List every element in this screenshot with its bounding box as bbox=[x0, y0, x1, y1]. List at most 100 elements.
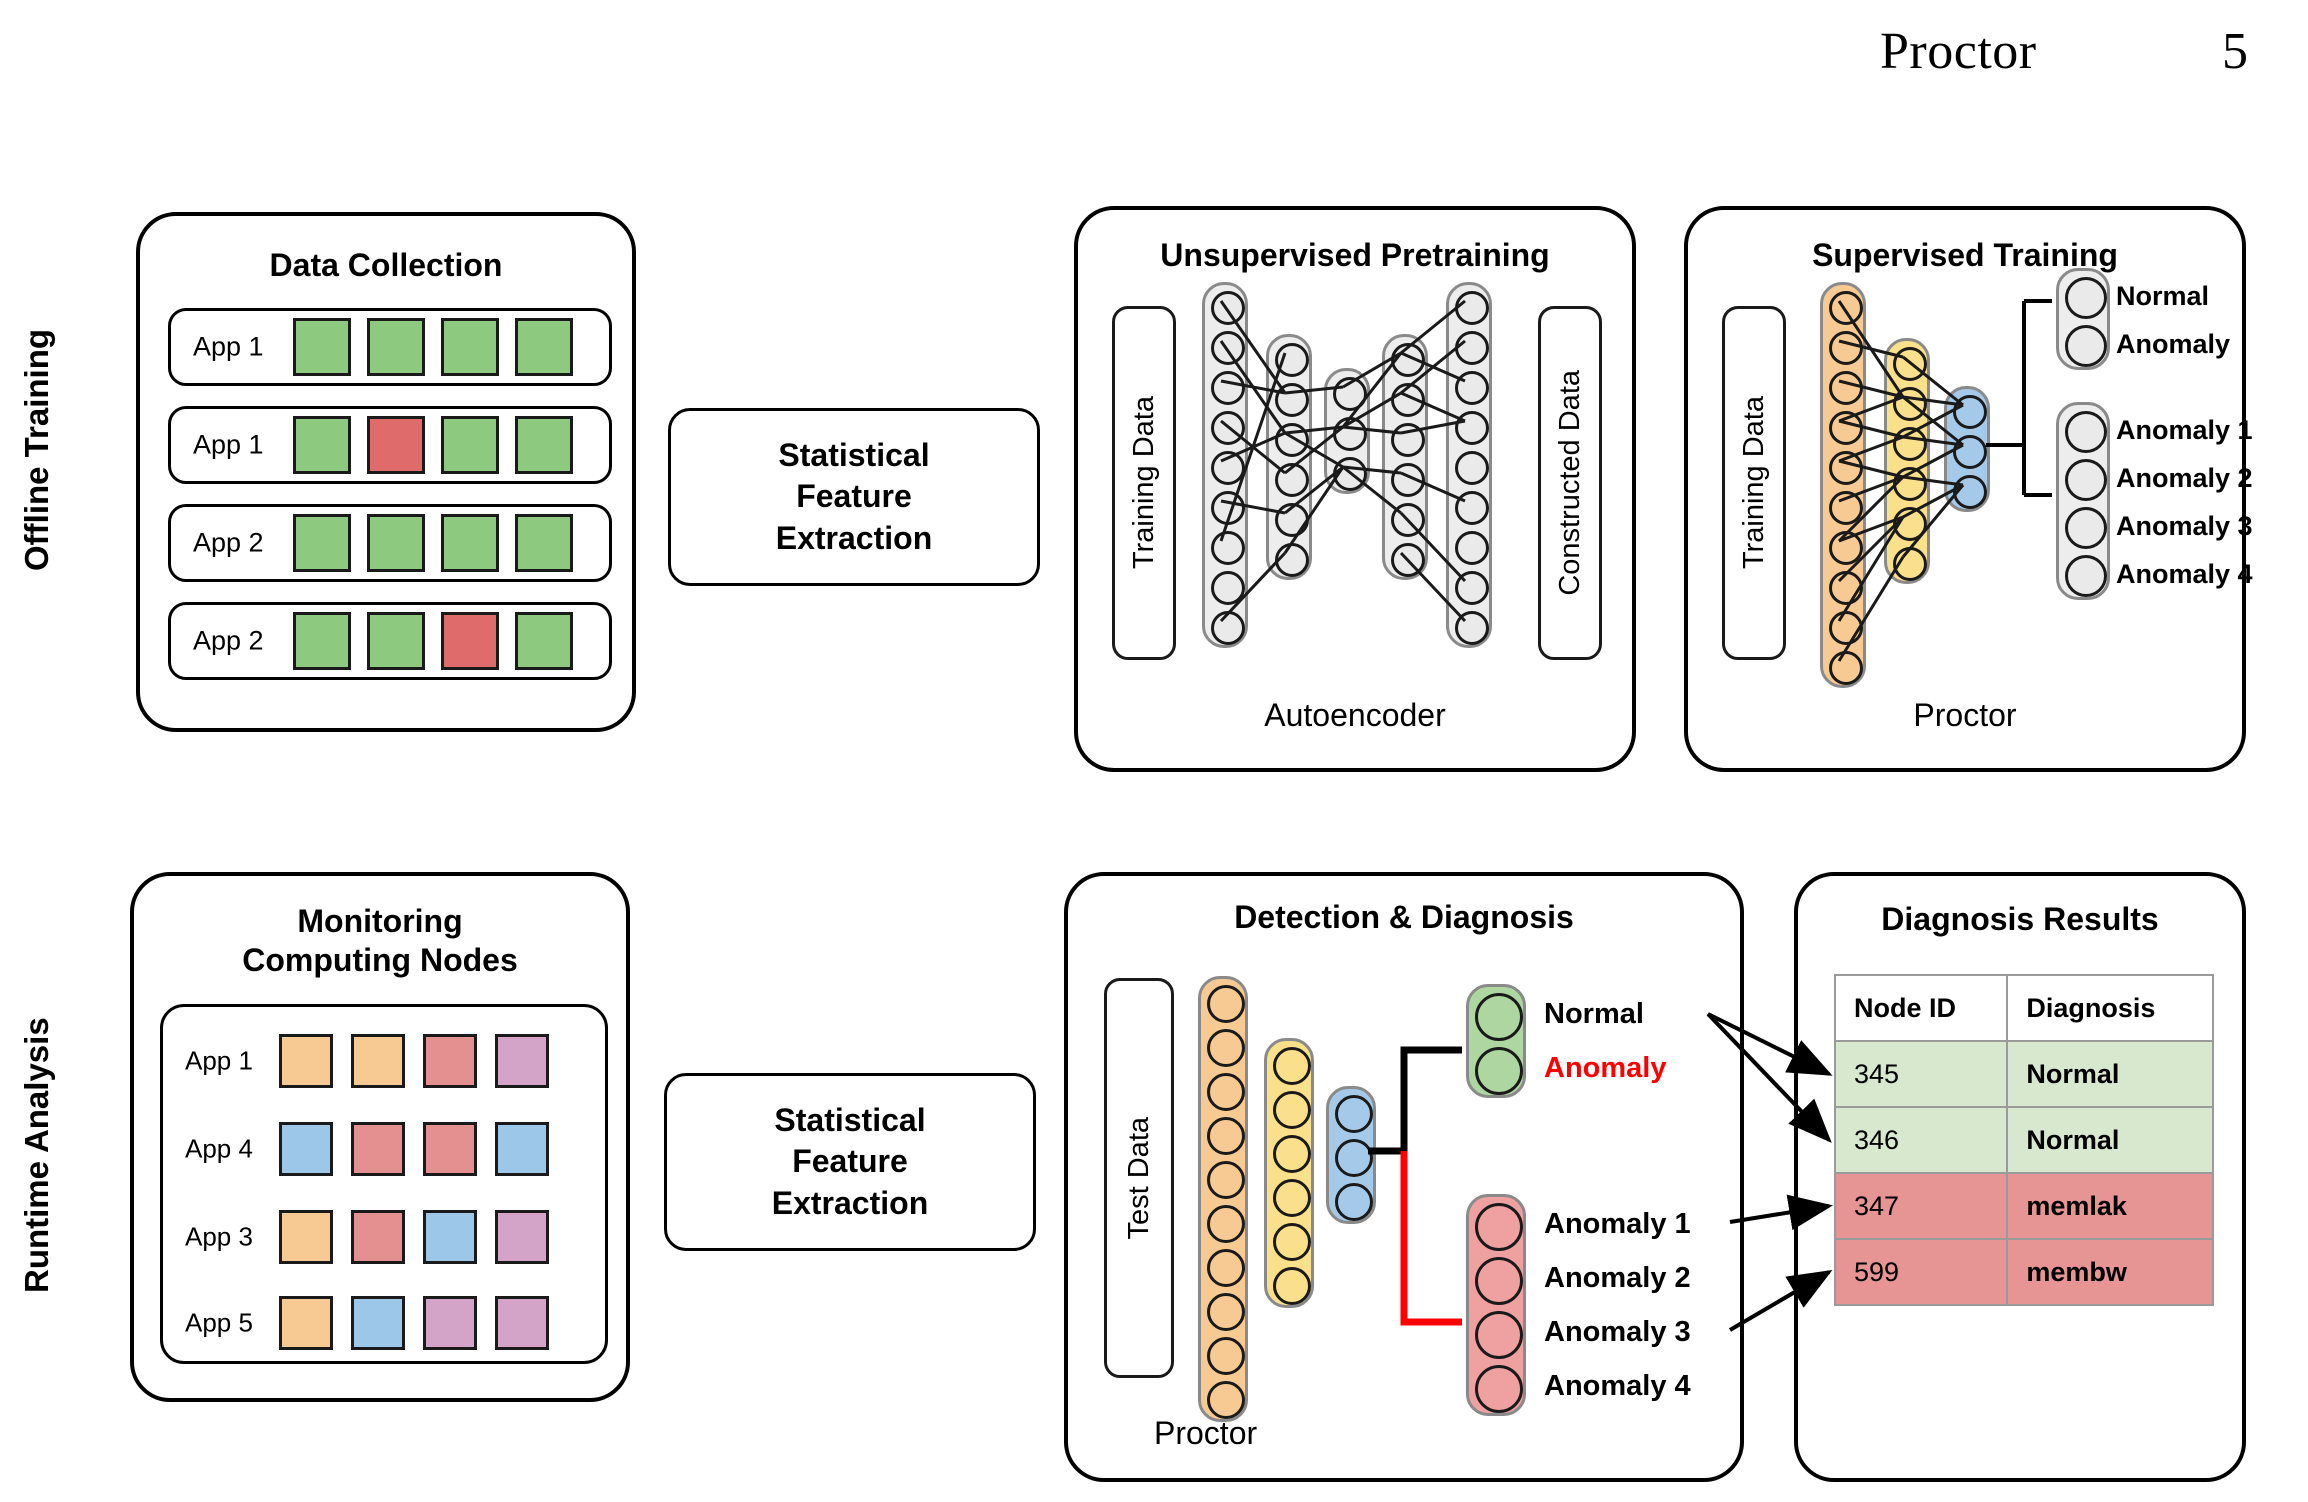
neuron-node bbox=[1829, 291, 1863, 325]
row-label-offline-training: Offline Training bbox=[18, 329, 55, 572]
neuron-node bbox=[1475, 1365, 1523, 1413]
neuron-node bbox=[1455, 531, 1489, 565]
table-cell-diagnosis: Normal bbox=[2006, 1106, 2214, 1174]
table-cell-node-id: 346 bbox=[1833, 1106, 2009, 1174]
neuron-node bbox=[1333, 377, 1367, 411]
data-cell-green bbox=[441, 514, 499, 572]
table-cell-node-id: 599 bbox=[1833, 1238, 2009, 1306]
autoencoder-layer-2 bbox=[1266, 334, 1312, 580]
neuron-node bbox=[1455, 371, 1489, 405]
supervised-output-group-normal bbox=[2056, 268, 2110, 370]
monitoring-cells bbox=[279, 1034, 549, 1088]
neuron-node bbox=[1829, 371, 1863, 405]
neuron-node bbox=[1207, 1117, 1245, 1155]
results-title: Diagnosis Results bbox=[1881, 901, 2159, 937]
neuron-node bbox=[1953, 475, 1987, 509]
detection-layer-hidden bbox=[1264, 1038, 1314, 1308]
neuron-node bbox=[1211, 451, 1245, 485]
detection-output-label-anomaly-4: Anomaly 4 bbox=[1544, 1370, 1691, 1402]
supervised-output-label-normal: Normal bbox=[2116, 281, 2210, 311]
sfe-top-label: Statistical Feature Extraction bbox=[775, 436, 933, 556]
neuron-node bbox=[1475, 1203, 1523, 1251]
monitoring-cells bbox=[279, 1122, 549, 1176]
neuron-node bbox=[1829, 331, 1863, 365]
supervised-training-data-box: Training Data bbox=[1722, 306, 1786, 660]
supervised-training-data-label: Training Data bbox=[1737, 396, 1770, 570]
neuron-node bbox=[1391, 503, 1425, 537]
table-cell-diagnosis: Normal bbox=[2006, 1040, 2214, 1108]
data-cell-green bbox=[367, 318, 425, 376]
detection-output-label-anomaly-1: Anomaly 1 bbox=[1544, 1208, 1691, 1240]
neuron-node bbox=[1335, 1095, 1373, 1133]
autoencoder-layer-4 bbox=[1382, 334, 1428, 580]
monitoring-title-line-1: Computing Nodes bbox=[242, 942, 518, 979]
neuron-node bbox=[1211, 491, 1245, 525]
neuron-node bbox=[1275, 463, 1309, 497]
detection-title: Detection & Diagnosis bbox=[1234, 899, 1574, 935]
neuron-node bbox=[1207, 1029, 1245, 1067]
data-collection-row: App 2 bbox=[168, 602, 612, 680]
table-column-header: Node ID bbox=[1833, 974, 2009, 1042]
neuron-node bbox=[2065, 459, 2107, 501]
data-collection-title: Data Collection bbox=[269, 247, 503, 283]
monitoring-cell-blue bbox=[351, 1296, 405, 1350]
unsupervised-training-data-label: Training Data bbox=[1127, 396, 1160, 570]
supervised-layer-input bbox=[1820, 282, 1866, 688]
monitoring-cell-red bbox=[423, 1122, 477, 1176]
neuron-node bbox=[1275, 343, 1309, 377]
neuron-node bbox=[1829, 571, 1863, 605]
monitoring-cell-blue bbox=[423, 1210, 477, 1264]
detection-layer-output bbox=[1326, 1086, 1376, 1224]
neuron-node bbox=[1391, 463, 1425, 497]
monitoring-row-label: App 1 bbox=[185, 1045, 253, 1076]
neuron-node bbox=[1207, 1381, 1245, 1419]
neuron-node bbox=[1953, 395, 1987, 429]
neuron-node bbox=[1273, 1047, 1311, 1085]
neuron-node bbox=[1391, 543, 1425, 577]
neuron-node bbox=[1953, 435, 1987, 469]
data-collection-row: App 1 bbox=[168, 406, 612, 484]
supervised-layer-output bbox=[1944, 386, 1990, 512]
unsupervised-constructed-data-label: Constructed Data bbox=[1553, 370, 1586, 596]
neuron-node bbox=[2065, 555, 2107, 597]
data-cell-green bbox=[293, 416, 351, 474]
neuron-node bbox=[1275, 503, 1309, 537]
monitoring-row-label: App 4 bbox=[185, 1133, 253, 1164]
supervised-layer-hidden bbox=[1884, 338, 1930, 584]
detection-layer-input bbox=[1198, 976, 1248, 1422]
data-collection-cells bbox=[293, 416, 573, 474]
detection-output-group-normal bbox=[1466, 984, 1526, 1098]
table-cell-diagnosis: membw bbox=[2006, 1238, 2214, 1306]
data-cell-green bbox=[293, 318, 351, 376]
neuron-node bbox=[2065, 411, 2107, 453]
neuron-node bbox=[1207, 985, 1245, 1023]
neuron-node bbox=[1211, 331, 1245, 365]
neuron-node bbox=[1207, 1161, 1245, 1199]
neuron-node bbox=[1455, 451, 1489, 485]
neuron-node bbox=[1829, 611, 1863, 645]
monitoring-cell-orange bbox=[279, 1296, 333, 1350]
autoencoder-layer-5 bbox=[1446, 282, 1492, 648]
table-cell-node-id: 345 bbox=[1833, 1040, 2009, 1108]
autoencoder-layer-1 bbox=[1202, 282, 1248, 648]
monitoring-cell-red bbox=[423, 1034, 477, 1088]
neuron-node bbox=[1275, 423, 1309, 457]
data-collection-cells bbox=[293, 318, 573, 376]
unsupervised-footer: Autoencoder bbox=[1264, 697, 1446, 733]
neuron-node bbox=[1211, 611, 1245, 645]
supervised-title: Supervised Training bbox=[1812, 237, 2118, 273]
supervised-output-label-anomaly-2: Anomaly 2 bbox=[2116, 463, 2253, 493]
monitoring-cell-purple bbox=[495, 1296, 549, 1350]
monitoring-row: App 1 bbox=[163, 1025, 605, 1097]
data-cell-green bbox=[293, 612, 351, 670]
data-collection-cells bbox=[293, 612, 573, 670]
monitoring-cell-orange bbox=[351, 1034, 405, 1088]
monitoring-row: App 3 bbox=[163, 1201, 605, 1273]
unsupervised-constructed-data-box: Constructed Data bbox=[1538, 306, 1602, 660]
autoencoder-layer-3-bottleneck bbox=[1324, 368, 1370, 494]
